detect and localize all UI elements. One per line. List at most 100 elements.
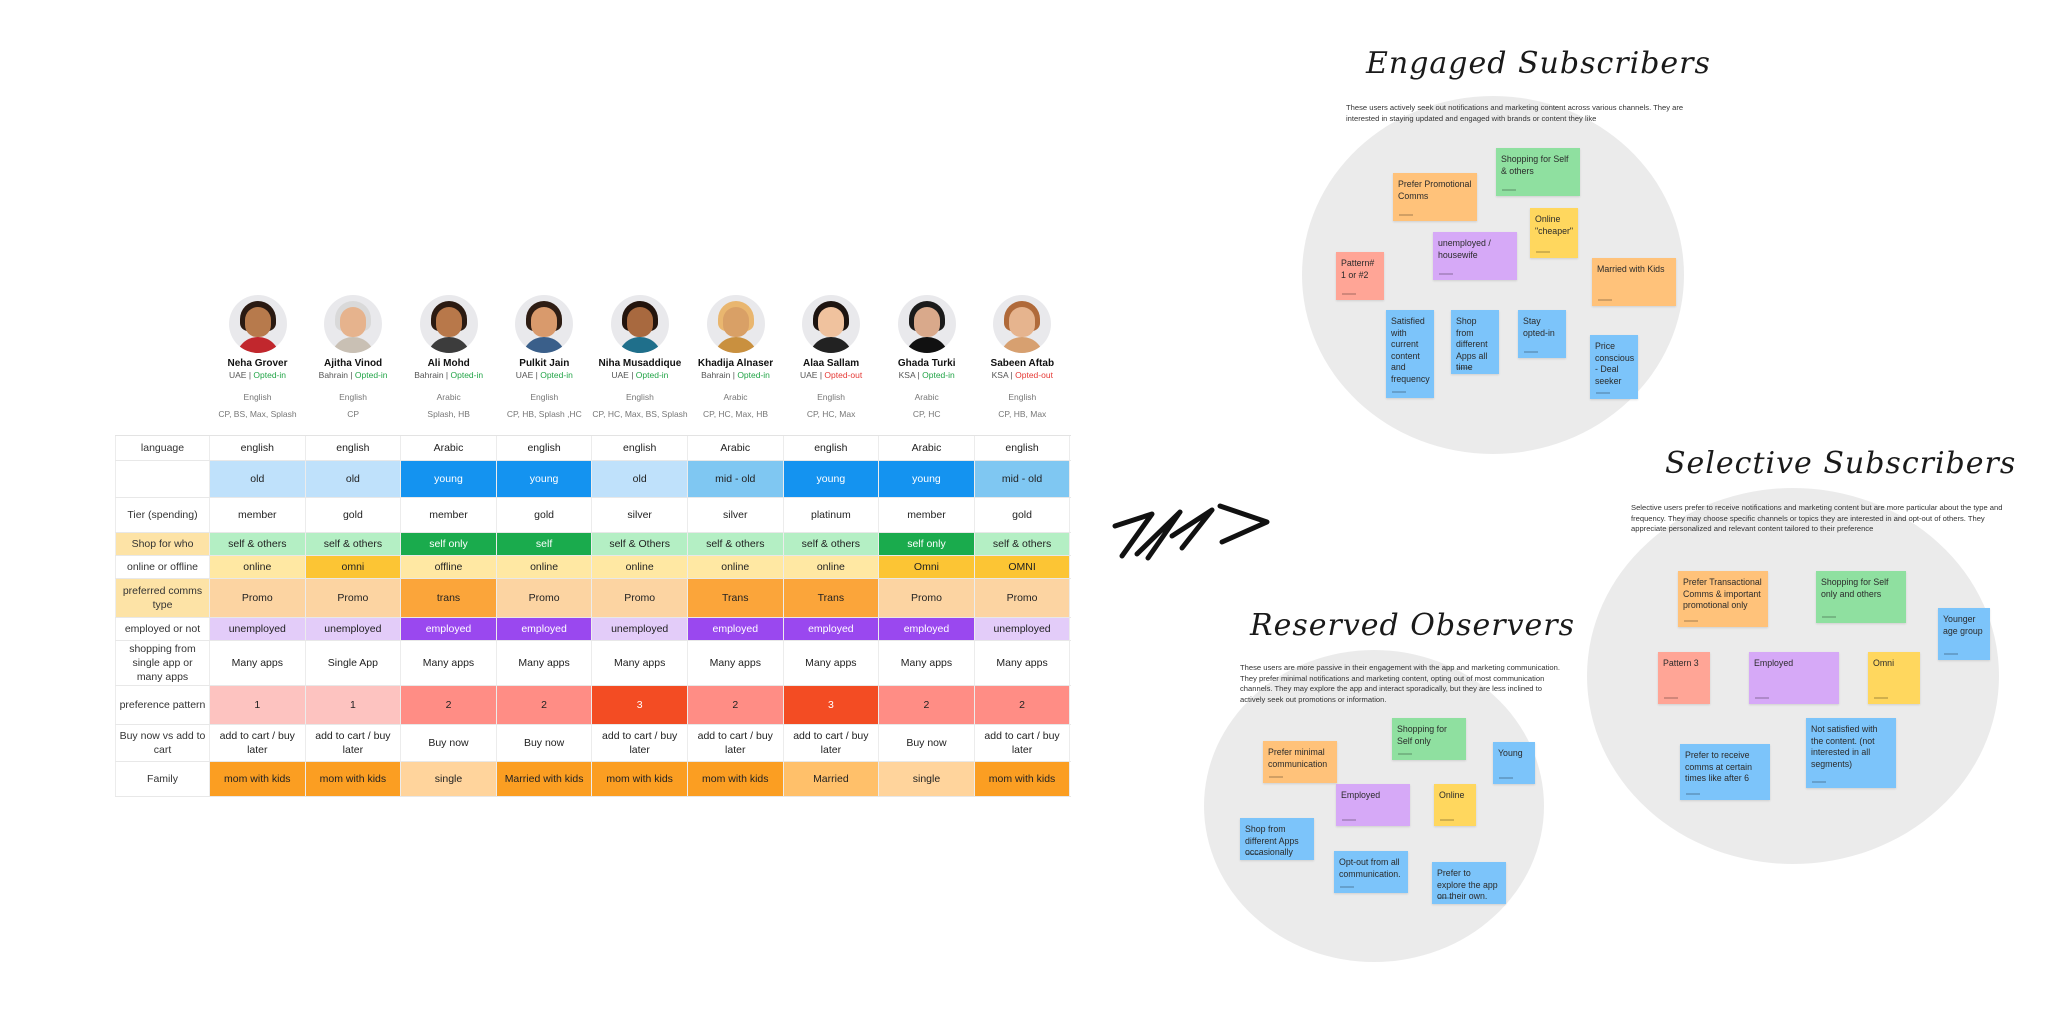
table-cell: omni [305,556,402,578]
table-cell: employed [401,618,497,640]
table-cell: offline [401,556,497,578]
table-cell: young [401,461,497,497]
sticky-note[interactable]: Pattern# 1 or #2 [1336,252,1384,300]
row-label: shopping from single app or many apps [115,641,210,685]
sticky-note[interactable]: Satisfied with current content and frequ… [1386,310,1434,398]
table-cell: mom with kids [687,762,784,796]
persona-country: KSA [991,370,1009,380]
table-cell: trans [401,579,497,617]
table-cell: english [974,436,1071,460]
persona-location: KSA | Opted-in [898,370,955,380]
reserved-description: These users are more passive in their en… [1240,663,1560,704]
table-cell: 2 [974,686,1071,724]
table-cell: online [210,556,306,578]
persona-apps: CP [347,409,359,419]
table-cell: Buy now [401,725,497,761]
sticky-note[interactable]: Shopping for Self & others [1496,148,1580,196]
persona-name: Khadija Alnaser [697,358,774,369]
persona-language: English [243,392,272,402]
engaged-description: These users actively seek out notificati… [1346,103,1684,123]
persona-language: Arabic [436,392,461,402]
persona-apps: CP, HB, Max [998,409,1047,419]
sticky-note[interactable]: Young [1493,742,1535,784]
sticky-note[interactable]: Pattern 3 [1658,652,1710,704]
sticky-note[interactable]: Prefer to receive comms at certain times… [1680,744,1770,800]
sticky-note[interactable]: Shopping for Self only and others [1816,571,1906,623]
table-cell: silver [592,498,688,532]
persona-country: UAE [228,370,247,380]
persona-country: UAE [799,370,818,380]
persona-apps: CP, HC, Max, BS, Splash [592,409,688,419]
opt-status-badge: Opted-in [922,370,955,380]
sticky-note[interactable]: Prefer Promotional Comms [1393,173,1477,221]
table-cell: self [496,533,593,555]
table-cell: 3 [783,686,880,724]
table-cell: self & others [305,533,402,555]
row-label: preferred comms type [115,579,210,617]
table-cell: single [401,762,497,796]
table-cell: add to cart / buy later [305,725,402,761]
table-cell: Many apps [496,641,593,685]
sticky-note[interactable]: Not satisfied with the content. (not int… [1806,718,1896,788]
persona-location: UAE | Opted-out [799,370,863,380]
sticky-note[interactable]: Opt-out from all communication. [1334,851,1408,893]
persona-language: English [625,392,654,402]
table-cell: mom with kids [210,762,306,796]
sticky-note[interactable]: Stay opted-in [1518,310,1566,358]
table-cell: self only [401,533,497,555]
table-cell: add to cart / buy later [974,725,1071,761]
table-cell: self & others [974,533,1071,555]
table-cell: Buy now [496,725,593,761]
table-cell: platinum [783,498,880,532]
table-cell: 3 [592,686,688,724]
sticky-note[interactable]: Prefer minimal communication [1263,741,1337,783]
sticky-note[interactable]: Employed [1749,652,1839,704]
persona-location: UAE | Opted-in [611,370,669,380]
sticky-note[interactable]: Shop from different Apps all time [1451,310,1499,374]
arrow-3-icon [1169,507,1215,551]
sticky-note[interactable]: Omni [1868,652,1920,704]
table-cell: add to cart / buy later [687,725,784,761]
sticky-note[interactable]: Price conscious - Deal seeker [1590,335,1638,399]
table-cell: mom with kids [592,762,688,796]
table-cell: young [879,461,975,497]
row-label: preference pattern [115,686,210,724]
table-cell: add to cart / buy later [783,725,880,761]
sticky-note[interactable]: Married with Kids [1592,258,1676,306]
sticky-note[interactable]: Online [1434,784,1476,826]
persona-name: Niha Musaddique [598,358,682,369]
persona-location: UAE | Opted-in [228,370,287,380]
opt-status-badge: Opted-out [824,370,863,380]
persona-language: English [530,392,559,402]
avatar [228,295,287,353]
sticky-note[interactable]: Online "cheaper" [1530,208,1578,258]
table-cell: Many apps [879,641,975,685]
persona-country: Bahrain [701,370,731,380]
opt-status-badge: Opted-in [540,370,573,380]
sticky-note[interactable]: Prefer to explore the app on their own. [1432,862,1506,904]
table-cell: 2 [879,686,975,724]
sticky-note[interactable]: Younger age group [1938,608,1990,660]
table-cell: Promo [210,579,306,617]
table-cell: young [783,461,880,497]
sticky-note[interactable]: Prefer Transactional Comms & important p… [1678,571,1768,627]
sticky-note[interactable]: Employed [1336,784,1410,826]
persona-name: Neha Grover [227,358,288,369]
selective-title: Selective Subscribers [1665,446,2017,481]
table-cell: self & others [687,533,784,555]
table-cell: Promo [879,579,975,617]
sticky-note[interactable]: Shop from different Apps occasionally [1240,818,1314,860]
table-cell: Many apps [783,641,880,685]
persona-apps: CP, HC, Max [806,409,856,419]
sticky-note[interactable]: unemployed / housewife [1433,232,1517,280]
sticky-note[interactable]: Shopping for Self only [1392,718,1466,760]
table-cell: gold [496,498,593,532]
table-cell: unemployed [210,618,306,640]
